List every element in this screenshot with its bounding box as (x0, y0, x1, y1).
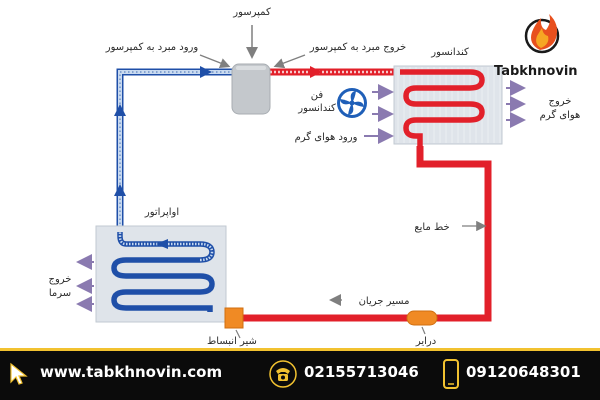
cursor-icon (10, 362, 28, 385)
flow-arrow-right (200, 66, 212, 78)
hot-air-in-label: ورود هوای گرم (295, 131, 358, 143)
valve-pointer (235, 329, 241, 339)
condenser-fan-icon (337, 88, 367, 118)
phone-number-landline[interactable]: 02155713046 (304, 363, 419, 381)
hot-air-out-label-line2: هوای گرم (540, 109, 581, 121)
footer-bar: www.tabkhnovin.com 02155713046 091206483… (0, 348, 600, 400)
compressor-outlet-label: خروج مبرد به کمپرسور (309, 42, 406, 53)
hot-air-out-label-line1: خروج (549, 96, 572, 107)
flow-arrow-up (114, 184, 126, 196)
condenser-fan-label-line1: فن (311, 90, 324, 101)
mobile-phone-icon (443, 359, 459, 389)
drier-label: درایر (415, 336, 436, 347)
evaporator-label: اواپراتور (144, 207, 179, 218)
cycle-diagram: کمپرسور ورود مبرد به کمپرسور خروج مبرد ب… (49, 7, 581, 347)
compressor (231, 63, 271, 115)
inlet-pointer (199, 54, 231, 68)
cold-out-label-line2: سرما (49, 288, 71, 299)
flow-arrow-up (114, 104, 126, 116)
liquid-line (233, 146, 492, 322)
drier (406, 310, 438, 326)
flow-arrow-right (310, 66, 322, 78)
condenser (393, 65, 503, 146)
condenser-label: کندانسور (430, 47, 469, 58)
expansion-valve-label: شیر انبساط (207, 336, 257, 347)
cold-out-label-line1: خروج (49, 274, 72, 285)
cold-air-arrows (76, 254, 94, 312)
phone-number-mobile[interactable]: 09120648301 (466, 363, 581, 381)
condenser-air-arrows (364, 80, 526, 144)
flow-path-label: مسیر جریان (359, 296, 410, 307)
flame-logo-icon (524, 14, 560, 54)
brand-name: Tabkhnovin (494, 64, 578, 79)
drier-pointer (421, 326, 426, 335)
outlet-pointer (273, 54, 306, 69)
expansion-valve (224, 307, 244, 329)
compressor-label: کمپرسور (232, 7, 271, 18)
flow-arrow-left (156, 239, 168, 249)
liquid-line-label: خط مایع (414, 222, 449, 233)
suction-line (114, 66, 232, 232)
evaporator (95, 225, 227, 323)
discharge-line (270, 66, 400, 78)
website-link[interactable]: www.tabkhnovin.com (40, 363, 223, 381)
compressor-inlet-label: ورود مبرد به کمپرسور (105, 42, 199, 53)
condenser-fan-label-line2: کندانسور (297, 103, 336, 114)
footer-accent-line (0, 348, 600, 351)
telephone-icon (269, 360, 297, 388)
